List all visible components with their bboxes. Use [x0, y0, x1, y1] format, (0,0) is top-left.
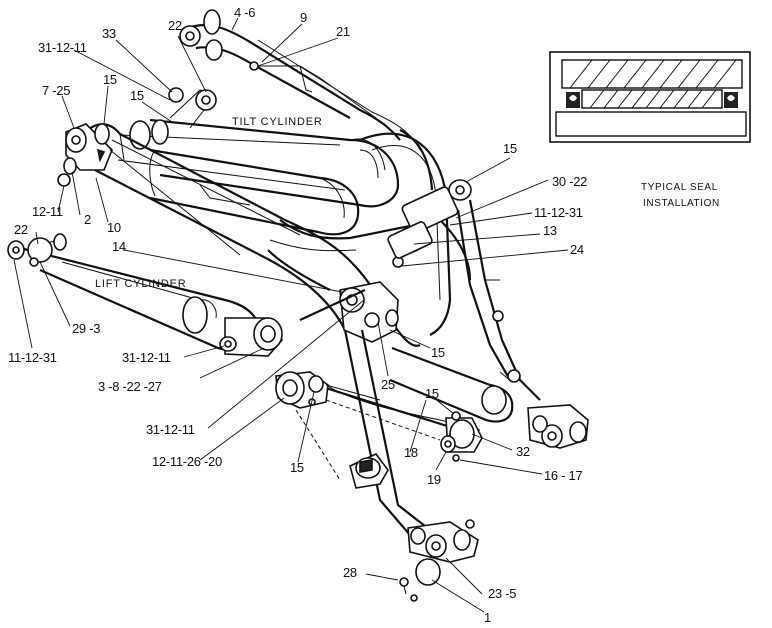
tilt-cylinder-label: TILT CYLINDER [232, 116, 323, 128]
lift-cylinder-label: LIFT CYLINDER [95, 278, 187, 290]
tilt-cylinder-drawing [117, 87, 400, 208]
callout-33: 33 [102, 26, 116, 41]
callout-23-5: 23 -5 [488, 586, 516, 601]
callout-12-11-left: 12-11 [32, 204, 63, 219]
callout-11-12-31-left: 11-12-31 [8, 350, 57, 365]
callout-32: 32 [516, 444, 530, 459]
callout-31-12-11-top: 31-12-11 [38, 40, 87, 55]
callout-25: 25 [381, 377, 395, 392]
callout-1: 1 [484, 610, 491, 625]
callout-28: 28 [343, 565, 357, 580]
callout-30-22: 30 -22 [552, 174, 587, 189]
callout-24: 24 [570, 242, 584, 257]
callout-21: 21 [336, 24, 350, 39]
callout-14: 14 [112, 239, 126, 254]
callout-31-12-11-low: 31-12-11 [146, 422, 195, 437]
callout-10: 10 [107, 220, 121, 235]
callout-19: 19 [427, 472, 441, 487]
callout-22-top: 22 [168, 18, 182, 33]
callout-15-d: 15 [431, 345, 445, 360]
callout-15-f: 15 [425, 386, 439, 401]
lift-cylinder-drawing [7, 233, 283, 357]
callout-29-3: 29 -3 [72, 321, 100, 336]
callout-15-a: 15 [103, 72, 117, 87]
callout-31-12-11-mid: 31-12-11 [122, 350, 171, 365]
callout-numbers: 4 -6 9 21 22 33 31-12-11 7 -25 15 15 15 … [8, 5, 587, 625]
callout-12-11-26-20: 12-11-26 -20 [152, 454, 222, 469]
callout-22-left: 22 [14, 222, 28, 237]
callout-11-12-31-right: 11-12-31 [534, 205, 583, 220]
callout-18: 18 [404, 445, 418, 460]
callout-9: 9 [300, 10, 307, 25]
callout-4-6: 4 -6 [234, 5, 255, 20]
seal-caption-line2: INSTALLATION [643, 198, 720, 209]
callout-7-25: 7 -25 [42, 83, 70, 98]
callout-13: 13 [543, 223, 557, 238]
callout-15-e: 15 [290, 460, 304, 475]
callout-15-b: 15 [130, 88, 144, 103]
callout-3-8-22-27: 3 -8 -22 -27 [98, 379, 162, 394]
seal-installation-inset: TYPICAL SEAL INSTALLATION [549, 51, 751, 209]
callout-2: 2 [84, 212, 91, 227]
callout-16-17: 16 - 17 [544, 468, 582, 483]
leader-lines [13, 17, 569, 613]
loader-linkage-drawing [7, 9, 589, 602]
seal-caption-line1: TYPICAL SEAL [641, 182, 718, 193]
callout-15-c: 15 [503, 141, 517, 156]
